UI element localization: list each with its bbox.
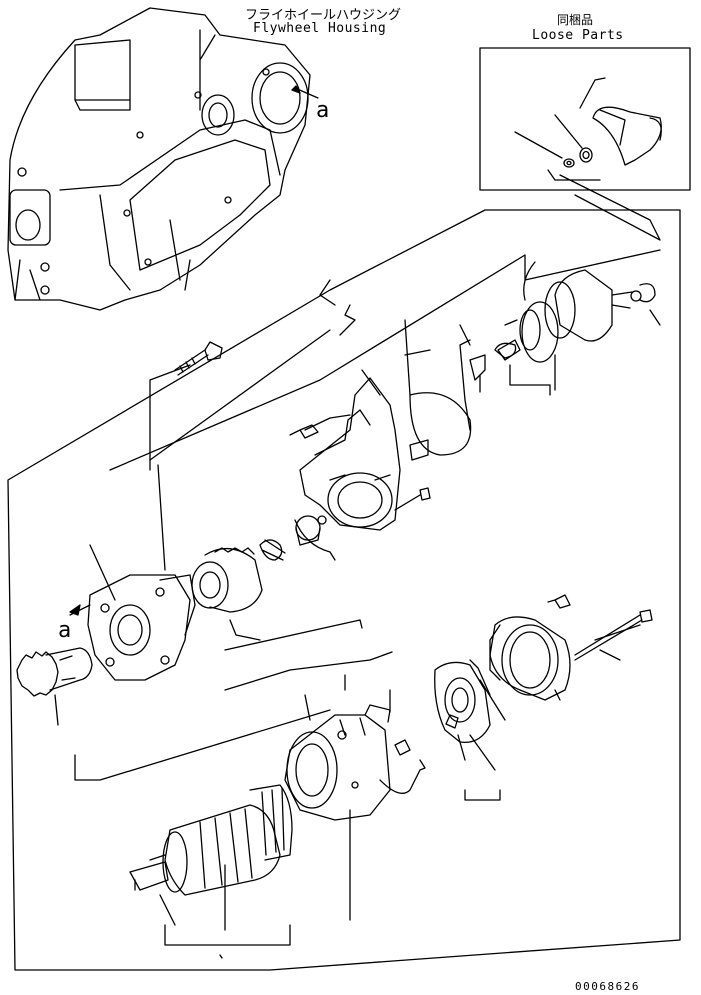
mounting-bolt (149, 341, 223, 471)
loose-parts-title-jp: 同梱品 (557, 13, 594, 27)
loose-parts-box (479, 47, 691, 241)
kit-outline (7, 209, 681, 971)
gear-housing (289, 369, 431, 531)
magnetic-switch (494, 261, 661, 396)
flywheel-housing-title-jp: フライホイールハウジング (245, 8, 402, 23)
brush-holder (434, 659, 506, 801)
drawing-number: 00068626 (575, 980, 640, 993)
drive-bracket (69, 544, 196, 681)
overrunning-clutch-group (191, 515, 363, 651)
yoke-assembly (74, 651, 426, 921)
reference-marker-a-bracket: a (58, 618, 72, 643)
flywheel-housing (7, 7, 319, 311)
loose-parts-title-en: Loose Parts (532, 28, 624, 43)
reference-marker-a-housing: a (316, 98, 330, 123)
armature (129, 784, 293, 959)
gasket-and-lever (404, 319, 521, 461)
rear-bracket (489, 594, 653, 701)
flywheel-housing-title-en: Flywheel Housing (253, 21, 387, 36)
pinion-gear (16, 647, 93, 726)
